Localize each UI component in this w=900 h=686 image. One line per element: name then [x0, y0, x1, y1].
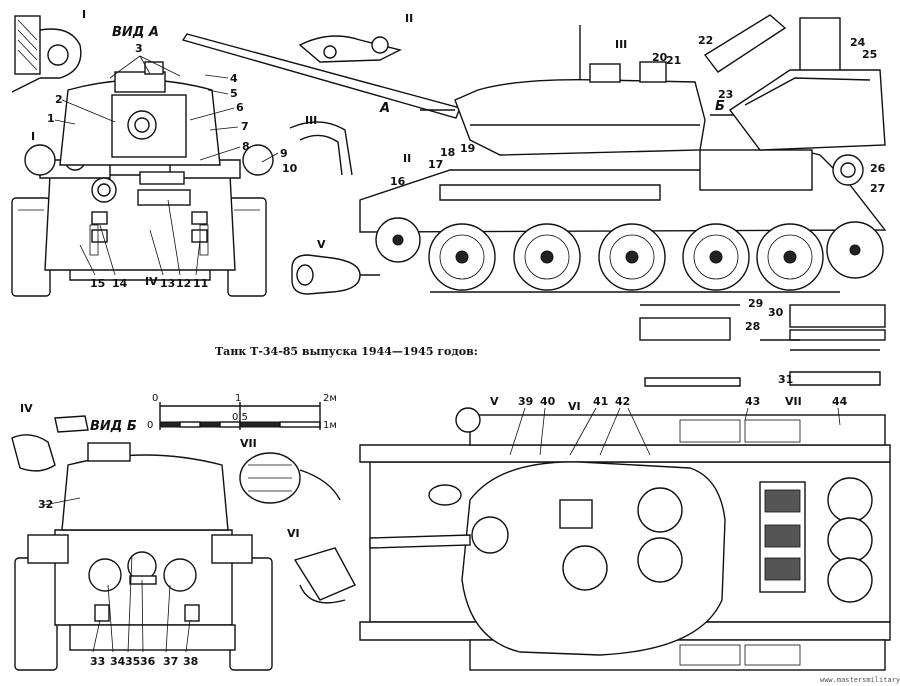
callout-28: 28 [745, 320, 760, 333]
roman-v: V [317, 238, 326, 251]
roman-iii: III [615, 38, 627, 51]
scale-top-0: 0 [152, 393, 158, 404]
callout-41: 41 [593, 395, 608, 408]
scale-bot-0: 0 [147, 420, 153, 431]
callout-35: 35 [125, 655, 140, 668]
callout-9: 9 [280, 147, 288, 160]
scale-bot-1: 1м [323, 420, 337, 431]
callout-22: 22 [698, 34, 713, 47]
callout-43: 43 [745, 395, 760, 408]
callout-39: 39 [518, 395, 533, 408]
callout-5: 5 [230, 87, 238, 100]
caption: Танк Т-34-85 выпуска 1944—1945 годов: [215, 345, 478, 358]
watermark: www.mastersmilitary.com [820, 676, 900, 684]
callout-40: 40 [540, 395, 556, 408]
callout-14: 14 [112, 277, 128, 290]
callout-labels: 1 2 3 4 5 6 7 8 9 10 11 12 13 14 15 16 1… [38, 34, 886, 668]
arrow-b-label: Б [715, 99, 725, 114]
callout-3: 3 [135, 42, 143, 55]
callout-38: 38 [183, 655, 198, 668]
inset-iii [289, 121, 353, 176]
callout-17: 17 [428, 158, 443, 171]
roman-v-b: V [490, 395, 499, 408]
callout-20: 20 [652, 51, 668, 64]
callout-7: 7 [241, 120, 249, 133]
rear-view [14, 442, 273, 671]
inset-v [291, 254, 380, 295]
callout-11: 11 [193, 277, 208, 290]
callout-26: 26 [870, 162, 886, 175]
scale-top-1: 1 [235, 393, 241, 404]
side-view [181, 25, 887, 293]
scale-top-2: 2м [323, 393, 337, 404]
roman-ii: II [405, 12, 413, 25]
view-a-label: ВИД А [112, 25, 159, 40]
inset-vi [293, 547, 356, 604]
callout-1: 1 [47, 112, 55, 125]
roman-iv: IV [145, 275, 158, 288]
callout-33: 33 [90, 655, 105, 668]
front-view [11, 61, 274, 297]
callout-34: 34 [110, 655, 126, 668]
callout-16: 16 [390, 175, 406, 188]
callout-24: 24 [850, 36, 866, 49]
inset-ii [298, 35, 403, 63]
inset-vii [239, 452, 341, 504]
callout-6: 6 [236, 101, 244, 114]
arrow-a-label: А [379, 101, 390, 116]
roman-ii-b: II [403, 152, 411, 165]
callout-2: 2 [55, 93, 63, 106]
inset-iv [11, 415, 89, 472]
callout-30: 30 [768, 306, 784, 319]
callout-21: 21 [666, 54, 681, 67]
callout-29: 29 [748, 297, 763, 310]
callout-25: 25 [862, 48, 877, 61]
roman-vi: VI [287, 527, 300, 540]
roman-vii-b: VII [785, 395, 802, 408]
roman-i: I [82, 8, 86, 21]
callout-18: 18 [440, 146, 455, 159]
callout-27: 27 [870, 182, 885, 195]
callout-19: 19 [460, 142, 475, 155]
top-view [359, 407, 891, 671]
roman-vii: VII [240, 437, 257, 450]
road-wheels [375, 217, 884, 291]
callout-42: 42 [615, 395, 630, 408]
roman-iii-b: III [305, 114, 317, 127]
view-b-label: ВИД Б [90, 419, 137, 434]
roman-i-b: I [31, 130, 35, 143]
callout-31: 31 [778, 373, 793, 386]
callout-12: 12 [176, 277, 191, 290]
engine-deck-inset [703, 14, 886, 151]
inset-i [11, 15, 82, 93]
callout-8: 8 [242, 140, 250, 153]
roman-vi-b: VI [568, 400, 581, 413]
callout-44: 44 [832, 395, 848, 408]
roman-iv-b: IV [20, 402, 33, 415]
callout-23: 23 [718, 88, 733, 101]
callout-10: 10 [282, 162, 298, 175]
callout-4: 4 [230, 72, 238, 85]
callout-36: 36 [140, 655, 156, 668]
callout-15: 15 [90, 277, 105, 290]
track-links [639, 304, 886, 387]
scale-bar [159, 402, 321, 430]
leader-lines [43, 55, 841, 653]
callout-13: 13 [160, 277, 175, 290]
scale-bot-05: 0,5 [232, 412, 248, 423]
callout-37: 37 [163, 655, 178, 668]
